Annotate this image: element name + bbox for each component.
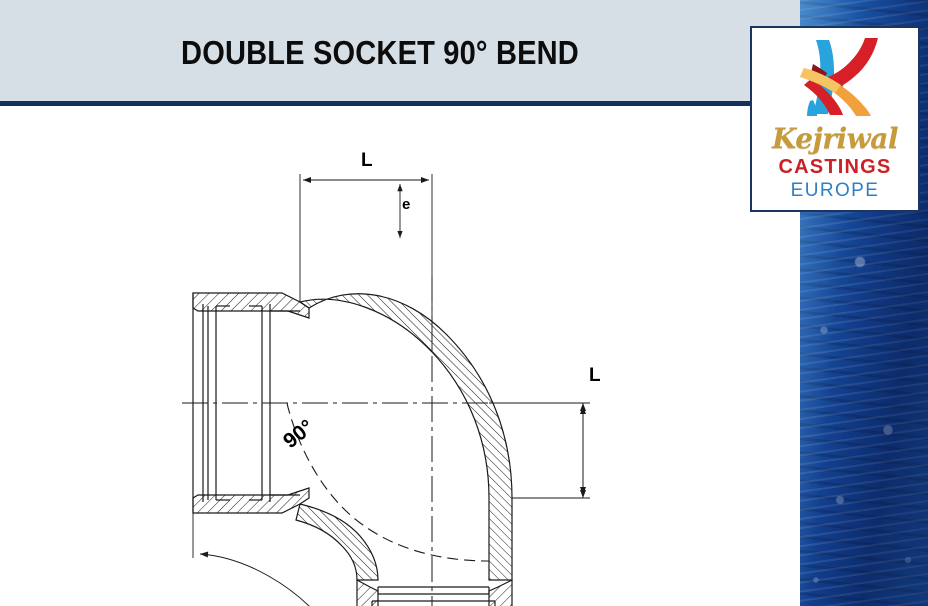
bottom-socket-right-wall [488,579,513,606]
page-title: DOUBLE SOCKET 90° BEND [181,34,579,71]
logo-castings-text: CASTINGS [778,156,892,178]
header-band [0,0,800,101]
technical-drawing: L L e 90° [0,106,800,606]
header-bottom-rule [0,101,800,106]
dimension-label-L-top: L [361,150,373,171]
bend-section-drawing-svg [182,174,590,606]
dimension-label-e: e [402,196,411,213]
dim-arc-90-degree [199,551,345,606]
logo-brand-name: Kejriwal [772,122,898,155]
bottom-socket-left-wall [356,578,379,606]
company-logo-box: Kejriwal CASTINGS EUROPE [750,26,920,212]
kejriwal-k-monogram-icon [800,38,878,116]
bend-inner-throat-wall [295,503,379,581]
dimension-label-L-right: L [589,365,601,386]
bend-outer-wall [298,293,513,581]
hidden-bore-arc [286,402,490,562]
logo-europe-text: EUROPE [790,180,880,201]
